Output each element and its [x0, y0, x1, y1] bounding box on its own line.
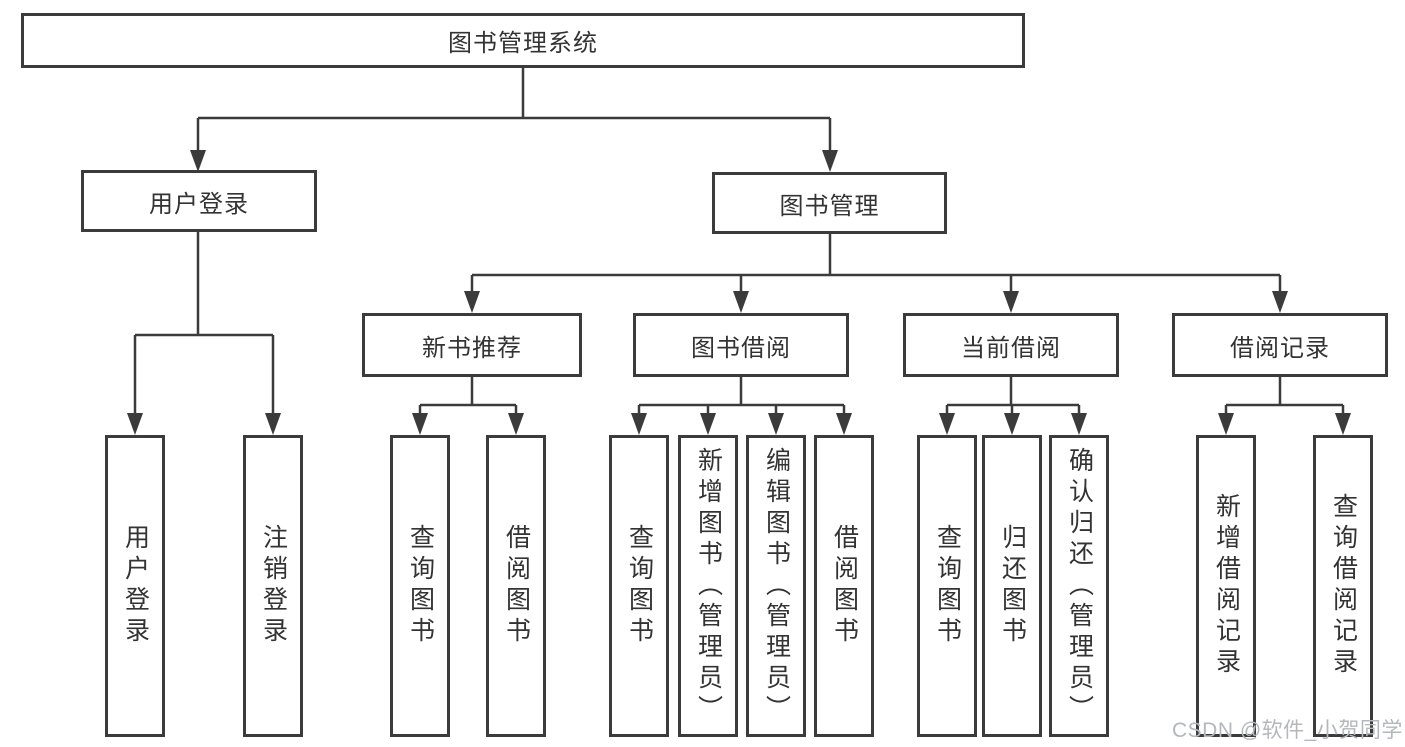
node-label: 用户登录	[149, 190, 249, 218]
leaf-query-books-3: 查询图书	[917, 435, 977, 737]
leaf-edit-books-admin: 编辑图书（管理员）	[746, 435, 806, 737]
node-label: 新书推荐	[422, 334, 522, 362]
node-book-management: 图书管理	[712, 172, 947, 234]
node-borrowing-records: 借阅记录	[1172, 313, 1388, 377]
leaf-borrow-books-2: 借阅图书	[814, 435, 874, 737]
leaf-label: 查询图书	[406, 524, 435, 648]
leaf-confirm-return-admin: 确认归还（管理员）	[1049, 435, 1109, 737]
leaf-label: 用户登录	[121, 524, 150, 648]
node-library-management-system: 图书管理系统	[21, 13, 1025, 68]
leaf-user-login: 用户登录	[105, 435, 165, 737]
leaf-label: 编辑图书（管理员）	[762, 446, 791, 726]
leaf-label: 归还图书	[998, 524, 1027, 648]
node-label: 图书管理	[779, 192, 880, 220]
leaf-add-books-admin: 新增图书（管理员）	[678, 435, 738, 737]
node-label: 图书管理系统	[448, 30, 598, 57]
node-new-book-recommend: 新书推荐	[362, 313, 582, 377]
leaf-label: 确认归还（管理员）	[1065, 446, 1094, 726]
leaf-label: 查询图书	[625, 524, 654, 648]
leaf-label: 新增图书（管理员）	[694, 446, 723, 726]
leaf-return-books: 归还图书	[982, 435, 1042, 737]
node-label: 借阅记录	[1230, 334, 1330, 362]
leaf-add-borrow-record: 新增借阅记录	[1196, 435, 1256, 737]
leaf-query-borrow-record: 查询借阅记录	[1313, 435, 1373, 737]
arrowheads	[127, 150, 1351, 435]
node-book-borrowing: 图书借阅	[633, 313, 849, 377]
leaf-label: 查询借阅记录	[1329, 493, 1358, 679]
node-label: 当前借阅	[961, 334, 1061, 362]
leaf-label: 注销登录	[259, 524, 288, 648]
leaf-label: 借阅图书	[830, 524, 859, 648]
leaf-query-books-2: 查询图书	[609, 435, 669, 737]
leaf-label: 查询图书	[933, 524, 962, 648]
csdn-watermark: CSDN @软件_小贺同学	[1172, 719, 1403, 742]
node-label: 图书借阅	[691, 334, 791, 362]
leaf-borrow-books-1: 借阅图书	[486, 435, 546, 737]
leaf-query-books-1: 查询图书	[390, 435, 450, 737]
leaf-label: 借阅图书	[502, 524, 531, 648]
node-current-borrowing: 当前借阅	[903, 313, 1119, 377]
leaf-logout: 注销登录	[243, 435, 303, 737]
node-user-login: 用户登录	[81, 170, 317, 232]
leaf-label: 新增借阅记录	[1212, 493, 1241, 679]
